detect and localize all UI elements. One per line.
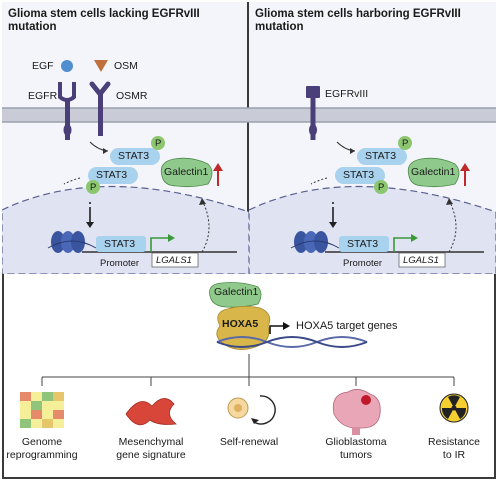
promoter-label: Promoter [100,258,140,269]
galectin-label: Galectin1 [411,166,456,178]
stat3-mid-label: STAT3 [96,169,128,181]
phospho-mid-label: P [90,182,97,193]
galectin-shape [209,282,262,308]
phospho-mid [86,180,100,194]
heatmap-icon [20,392,64,428]
osmr-label: OSMR [116,90,148,102]
galectin-shape [407,157,460,188]
egfrviii-receptor [306,86,320,140]
stat3-nucleus-label: STAT3 [104,238,136,250]
stat3-mid-shape [335,167,385,184]
stat3-top-label: STAT3 [365,150,397,162]
phospho-top [398,136,412,150]
gene-box [398,252,446,268]
self-renewal-icon [227,395,276,425]
egf-label: EGF [32,60,54,72]
phospho-mid-label: P [378,182,385,193]
egfr-receptor [58,82,76,140]
gene-label: LGALS1 [156,255,192,266]
osmr-receptor [89,81,111,136]
export-arrow [448,199,457,253]
stat3-mid-label: STAT3 [343,169,375,181]
export-arrow [201,199,210,253]
osm-ligand [94,60,108,72]
phospho-top [151,136,165,150]
stat3-nucleus-label: STAT3 [347,238,379,250]
bottom-panel-graphics [20,282,469,435]
egfrviii-label: EGFRvIII [325,88,369,100]
osm-label: OSM [114,60,138,72]
stat3-nucleus-shape [96,236,146,252]
phospho-top-label: P [402,138,409,149]
hoxa5-label: HOXA5 [222,318,259,330]
promoter-label: Promoter [343,258,383,269]
left-panel: Glioma stem cells lacking EGFRvIII mutat… [2,2,249,274]
stat3-top-shape [110,148,160,165]
radiation-icon [439,393,469,423]
phospho-top-label: P [155,138,162,149]
right-panel-title: Glioma stem cells harboring EGFRvIII mut… [255,8,461,33]
stat3-nucleus-shape [339,236,389,252]
left-panel-graphics [2,60,249,274]
gene-label: LGALS1 [403,255,439,266]
right-panel: Glioma stem cells harboring EGFRvIII mut… [249,2,496,274]
left-panel-title: Glioma stem cells lacking EGFRvIII mutat… [8,8,200,33]
stat3-mid-shape [88,167,138,184]
upregulation-arrow [460,163,470,186]
right-panel-graphics [249,86,496,274]
gene-box [151,252,199,268]
stat3-top-label: STAT3 [118,150,150,162]
chromatin [47,231,97,253]
egf-ligand [61,60,73,72]
brain-tumor-icon [332,389,381,435]
cell-membrane [249,108,496,122]
galectin-label: Galectin1 [214,286,259,298]
phospho-mid [374,180,388,194]
mesenchymal-cell-icon [125,398,177,426]
dna-helix [216,336,368,348]
cell-membrane [2,108,249,122]
chromatin [290,231,340,253]
bottom-panel: Galectin1 HOXA5 HOXA5 target genes Genom… [2,274,496,479]
egfr-label: EGFR [28,90,58,102]
outcome-self-renewal: Self-renewal [219,436,279,448]
upregulation-arrow [213,163,223,186]
galectin-label: Galectin1 [164,166,209,178]
stat3-top-shape [357,148,407,165]
target-genes-label: HOXA5 target genes [296,320,398,332]
galectin-shape [160,157,213,188]
